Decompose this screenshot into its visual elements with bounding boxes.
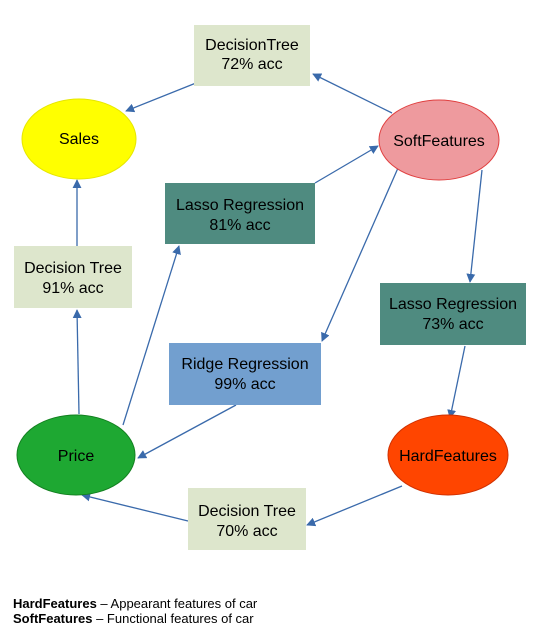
sales-ellipse: [21, 98, 137, 180]
model-accuracy: 81% acc: [209, 217, 270, 234]
model-name: Lasso Regression: [176, 197, 304, 214]
model-accuracy: 99% acc: [214, 376, 275, 393]
model-box-rect: [188, 488, 306, 550]
model-box-rect: [194, 25, 310, 86]
legend-term: SoftFeatures: [13, 611, 93, 626]
price-label: Price: [58, 448, 95, 465]
connectors: [72, 73, 483, 527]
model-accuracy: 73% acc: [422, 316, 483, 333]
hard-features-ellipse: [387, 414, 509, 496]
model-box-lasso-73: Lasso Regression 73% acc: [380, 283, 526, 345]
model-box-lasso-81: Lasso Regression 81% acc: [165, 183, 315, 244]
sales-label: Sales: [59, 131, 99, 148]
model-box-ridge-99: Ridge Regression 99% acc: [169, 343, 321, 405]
model-box-decision-tree-91: Decision Tree 91% acc: [14, 246, 132, 308]
soft-features-label: SoftFeatures: [393, 133, 485, 150]
model-accuracy: 72% acc: [221, 56, 282, 73]
node-hard-features: HardFeatures: [387, 414, 509, 496]
node-sales: Sales: [21, 98, 137, 180]
arrow-box-72-to-sales: [125, 82, 197, 113]
arrow-box-70-to-price: [81, 492, 189, 522]
model-name: Decision Tree: [24, 260, 122, 277]
model-box-rect: [14, 246, 132, 308]
model-accuracy: 70% acc: [216, 523, 277, 540]
arrow-price-to-box-91: [72, 309, 82, 415]
arrow-box-99-to-price: [137, 404, 237, 459]
arrow-price-to-box-81: [122, 245, 181, 426]
model-name: Decision Tree: [198, 503, 296, 520]
node-price: Price: [16, 414, 136, 496]
soft-features-ellipse: [378, 99, 500, 181]
arrow-hard-to-box-70: [306, 485, 403, 527]
model-name: Lasso Regression: [389, 296, 517, 313]
model-box-rect: [165, 183, 315, 244]
model-accuracy: 91% acc: [42, 280, 103, 297]
legend-hard-features: HardFeatures – Appearant features of car: [13, 596, 257, 611]
arrow-box-73-to-hard: [447, 345, 466, 419]
legend-term: HardFeatures: [13, 596, 97, 611]
model-box-decision-tree-70: Decision Tree 70% acc: [188, 488, 306, 550]
legend-description: – Functional features of car: [92, 611, 254, 626]
model-box-decisiontree-72: DecisionTree 72% acc: [194, 25, 310, 86]
legend-soft-features: SoftFeatures – Functional features of ca…: [13, 611, 254, 626]
model-box-rect: [169, 343, 321, 405]
model-name: DecisionTree: [205, 37, 299, 54]
node-soft-features: SoftFeatures: [378, 99, 500, 181]
legend-description: – Appearant features of car: [96, 596, 258, 611]
price-ellipse: [16, 414, 136, 496]
model-name: Ridge Regression: [181, 356, 308, 373]
arrow-soft-to-box-72: [312, 73, 393, 114]
arrow-box-81-to-soft: [314, 145, 379, 184]
model-box-rect: [380, 283, 526, 345]
hard-features-label: HardFeatures: [399, 448, 497, 465]
arrow-soft-to-box-99: [321, 167, 399, 342]
arrow-soft-to-box-73: [466, 169, 483, 283]
